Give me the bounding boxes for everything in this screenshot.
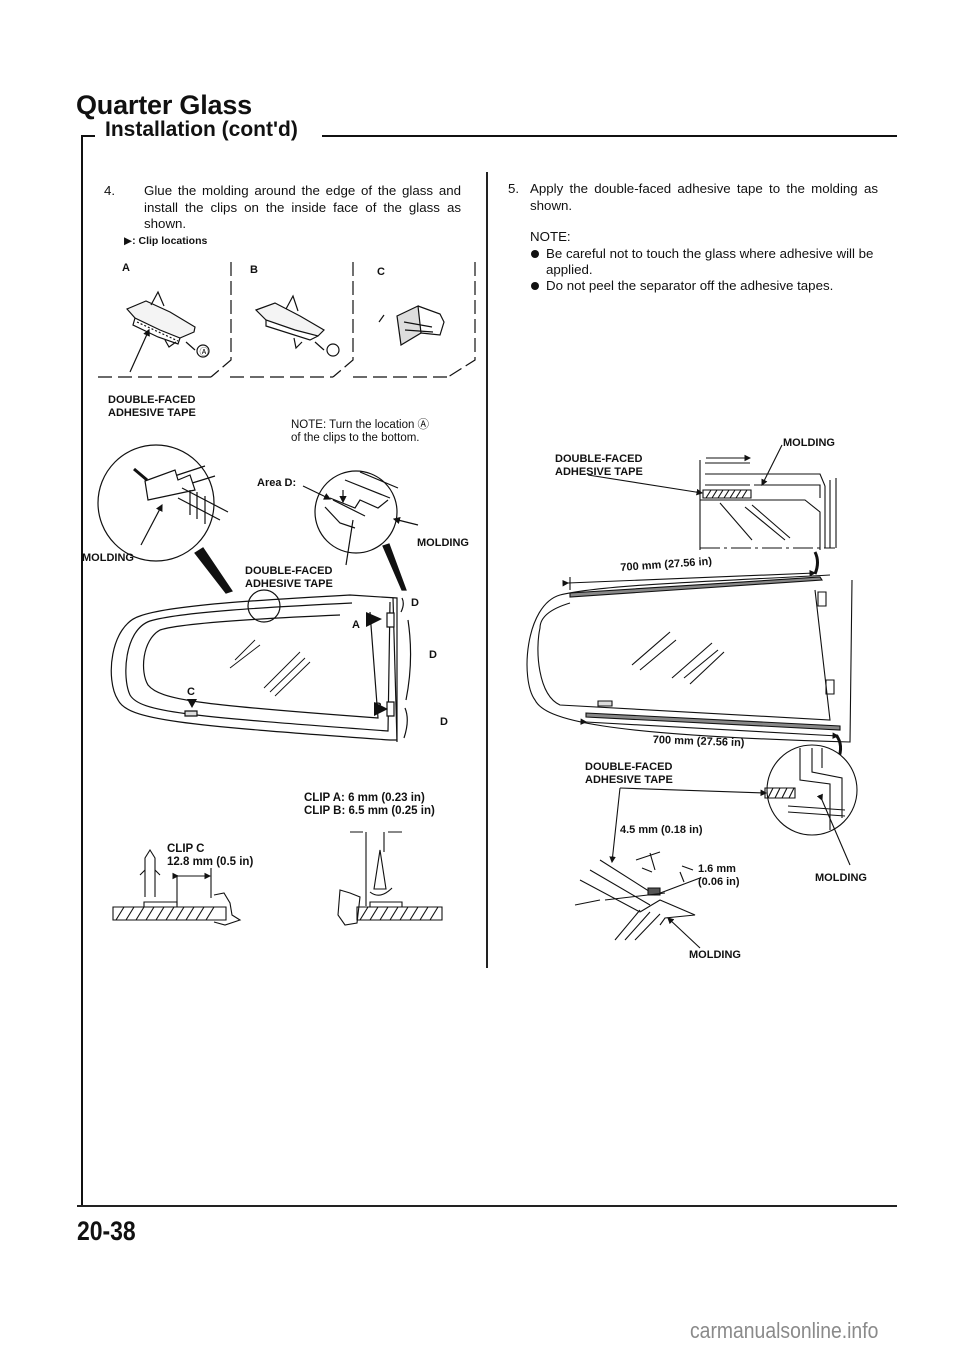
tape-line2: ADHESIVE TAPE [585, 773, 673, 786]
step-text: Apply the double-faced adhesive tape to … [530, 181, 878, 213]
frame-rule [77, 1205, 897, 1207]
clip-panel-label-b: B [250, 264, 258, 276]
area-d-marker: D [440, 716, 448, 728]
clip-c-dimension: 12.8 mm (0.5 in) [167, 855, 254, 868]
note-line2: of the clips to the bottom. [291, 431, 420, 444]
clip-locations-legend: ▶: Clip locations [124, 235, 207, 248]
frame-rule [81, 135, 95, 137]
tape-label-line1: DOUBLE-FACED [108, 394, 196, 406]
step-4: 4. Glue the molding around the edge of t… [104, 183, 461, 233]
tape-line2: ADHESIVE TAPE [555, 465, 643, 478]
note-line1: NOTE: Turn the location Ⓐ [291, 419, 430, 431]
area-d-marker: D [411, 597, 419, 609]
clip-ab-specs: CLIP A: 6 mm (0.23 in) CLIP B: 6.5 mm (0… [304, 792, 435, 817]
clip-a-arrow-icon [366, 612, 382, 627]
step-number: 4. [104, 183, 116, 198]
clip-panel-label-a: A [122, 262, 130, 274]
clip-a-spec: CLIP A: 6 mm (0.23 in) [304, 792, 425, 804]
frame-rule [81, 135, 83, 1207]
molding-label-left: MOLDING [82, 552, 134, 564]
step-5: 5. Apply the double-faced adhesive tape … [508, 181, 878, 214]
clip-a-marker: A [352, 619, 360, 631]
legend-text: : Clip locations [132, 235, 208, 247]
clip-b-drawing [256, 296, 324, 350]
tape-label-area-d: DOUBLE-FACED ADHESIVE TAPE [245, 565, 333, 590]
step-number: 5. [508, 181, 520, 196]
clip-b-arrow-icon [374, 702, 388, 716]
clip-c-arrow-icon [187, 699, 197, 708]
tape-label-line2: ADHESIVE TAPE [108, 406, 196, 419]
clip-arrow-icon: ▶ [124, 235, 133, 247]
tape-line1: DOUBLE-FACED [585, 761, 673, 773]
molding-label-area-d: MOLDING [417, 537, 469, 549]
note-item: Be careful not to touch the glass where … [530, 246, 882, 278]
clip-b-marker: B [374, 701, 382, 713]
tape-thickness: 1.6 mm (0.06 in) [698, 863, 740, 888]
clip-orientation-note: NOTE: Turn the location Ⓐ of the clips t… [291, 419, 429, 444]
bottom-tape-label: DOUBLE-FACED ADHESIVE TAPE [585, 761, 673, 786]
step-text: Glue the molding around the edge of the … [144, 183, 461, 231]
note-item: Do not peel the separator off the adhesi… [530, 278, 882, 294]
note-heading: NOTE: [530, 229, 571, 244]
section-subtitle: Installation (cont'd) [105, 118, 298, 141]
location-a-marker: Ⓐ [199, 347, 208, 357]
tape-label: DOUBLE-FACED ADHESIVE TAPE [108, 394, 196, 419]
clip-c-title: CLIP C [167, 843, 205, 855]
page-title: Quarter Glass [76, 90, 252, 120]
frame-rule [322, 135, 897, 137]
clip-b-spec: CLIP B: 6.5 mm (0.25 in) [304, 804, 435, 817]
tape-line1: DOUBLE-FACED [555, 453, 643, 465]
tape-line2: ADHESIVE TAPE [245, 577, 333, 590]
top-molding-label: MOLDING [783, 437, 835, 449]
thickness-line2: (0.06 in) [698, 875, 740, 888]
clip-a-drawing [127, 292, 195, 372]
clip-c-drawing [379, 306, 444, 345]
area-d-marker: D [429, 649, 437, 661]
clip-c-spec: CLIP C 12.8 mm (0.5 in) [167, 843, 253, 868]
molding-label-right: MOLDING [815, 872, 867, 884]
column-divider [486, 172, 488, 968]
top-tape-label: DOUBLE-FACED ADHESIVE TAPE [555, 453, 643, 478]
page-number: 20-38 [77, 1216, 136, 1246]
clip-c-marker: C [187, 686, 195, 698]
thickness-line1: 1.6 mm [698, 863, 736, 875]
area-d-label: Area D: [257, 477, 297, 489]
note-list: Be careful not to touch the glass where … [530, 246, 882, 294]
clip-panel-label-c: C [377, 266, 385, 278]
tape-width: 4.5 mm (0.18 in) [620, 824, 703, 836]
watermark: carmanualsonline.info [690, 1318, 879, 1343]
tape-line1: DOUBLE-FACED [245, 565, 333, 577]
molding-label-bottom: MOLDING [689, 949, 741, 961]
